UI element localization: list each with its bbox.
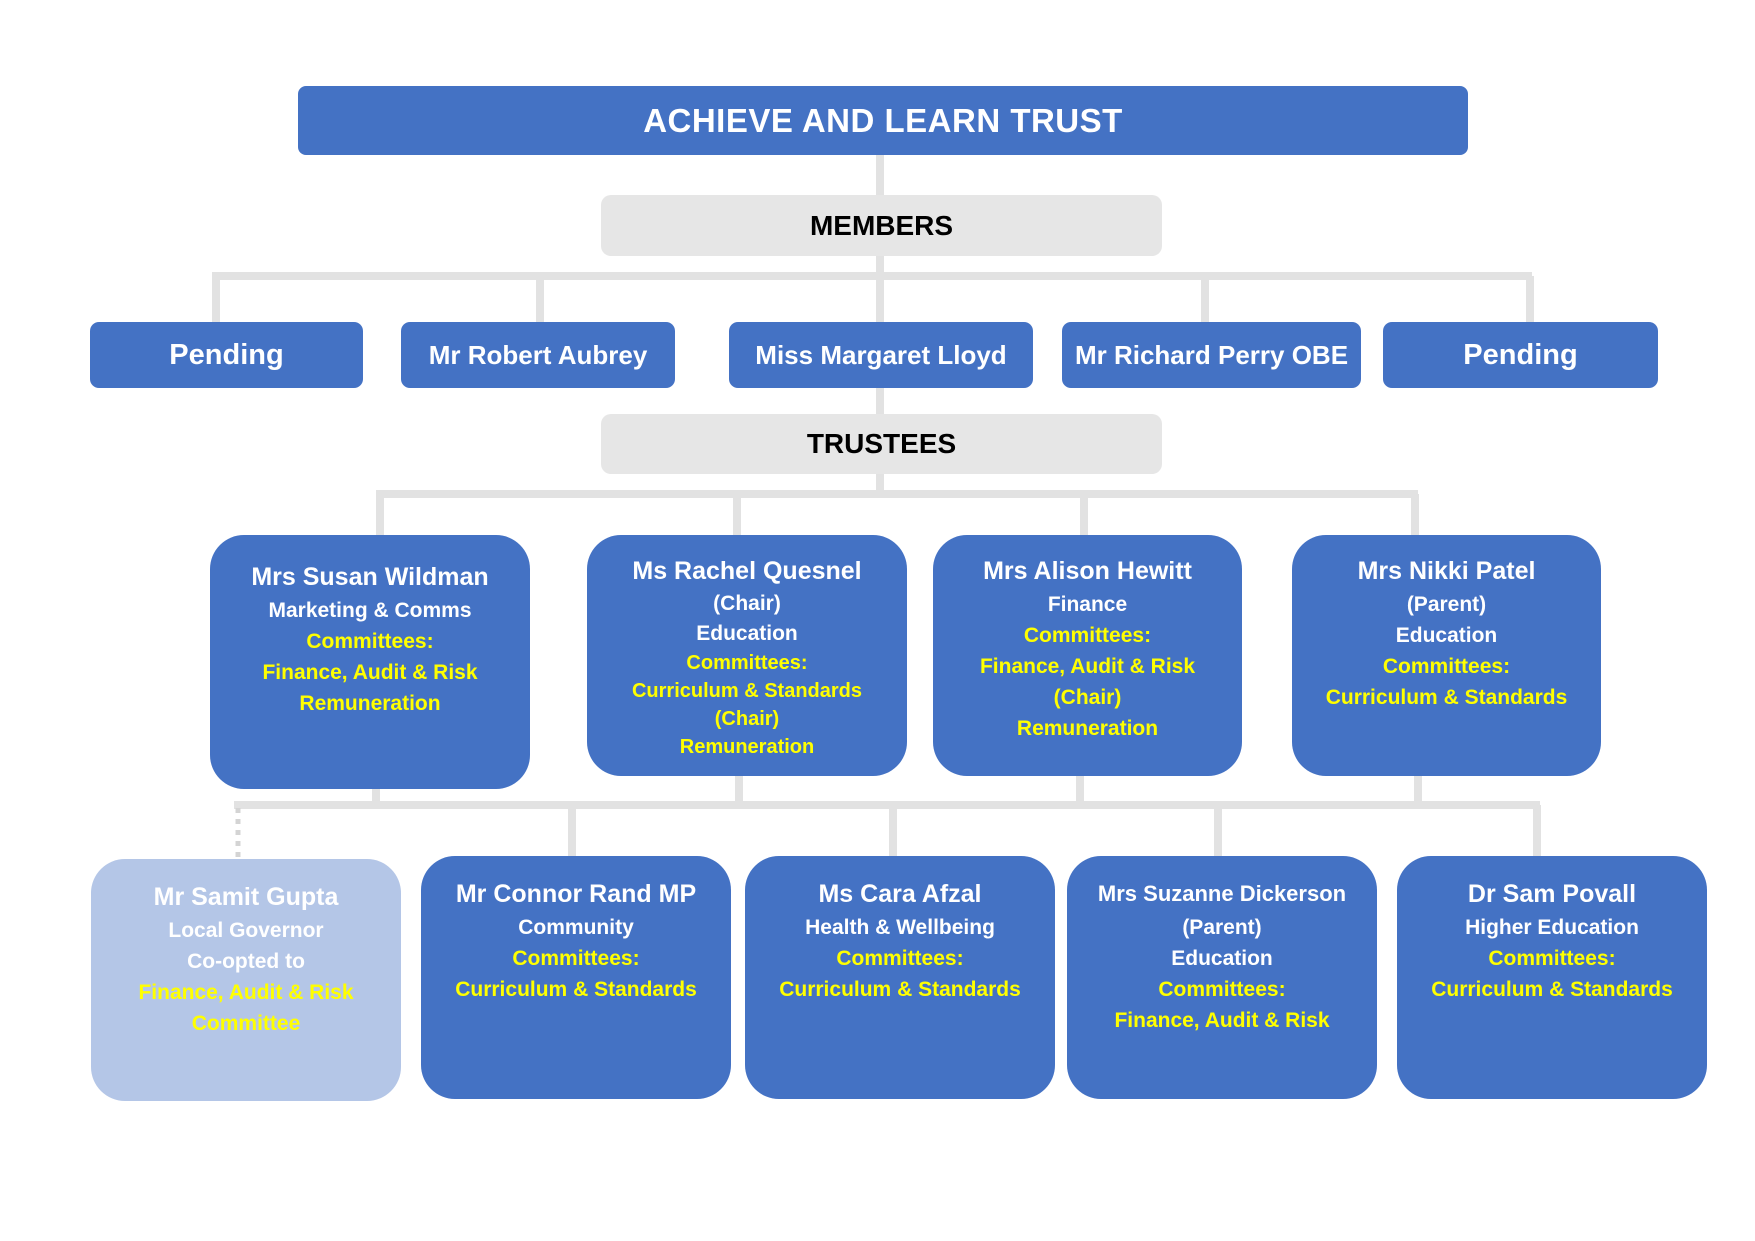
- committee-item: Finance, Audit & Risk: [138, 981, 354, 1004]
- member-name: Pending: [169, 338, 284, 371]
- committees-label: Committees:: [306, 630, 434, 653]
- committee-item: Remuneration: [1016, 717, 1159, 740]
- trustee-name: Dr Sam Povall: [1467, 880, 1637, 908]
- committees-label: Committees:: [1023, 624, 1152, 647]
- trustee-card-cara-afzal: Ms Cara Afzal Health & Wellbeing Committ…: [745, 856, 1055, 1099]
- member-box-5: Pending: [1383, 322, 1658, 388]
- trust-title-text: ACHIEVE AND LEARN TRUST: [643, 101, 1123, 139]
- member-box-1: Pending: [90, 322, 363, 388]
- trustee-role: Education: [1395, 624, 1498, 647]
- trustee-name: Ms Rachel Quesnel: [632, 557, 862, 585]
- members-heading-text: MEMBERS: [809, 209, 954, 241]
- member-name: Pending: [1463, 338, 1578, 371]
- committee-item: Remuneration: [299, 692, 441, 715]
- trustee-role: (Parent): [1406, 593, 1487, 616]
- trustee-role: Higher Education: [1465, 916, 1639, 939]
- trustee-role: Co-opted to: [187, 950, 305, 973]
- trustee-name: Ms Cara Afzal: [818, 880, 982, 908]
- trustee-name: Mrs Alison Hewitt: [983, 557, 1192, 585]
- committees-label: Committees:: [836, 947, 964, 970]
- committee-item: Curriculum & Standards: [631, 680, 863, 702]
- committee-item: Finance, Audit & Risk: [1114, 1009, 1330, 1032]
- trustee-name: Mrs Suzanne Dickerson: [1097, 881, 1347, 906]
- trustee-name: Mr Samit Gupta: [153, 883, 339, 911]
- trustee-card-samit-gupta: Mr Samit Gupta Local Governor Co-opted t…: [91, 859, 401, 1101]
- committees-label: Committees:: [686, 652, 808, 674]
- trustee-name: Mrs Susan Wildman: [251, 563, 489, 591]
- trustee-name: Mrs Nikki Patel: [1357, 557, 1536, 585]
- trustees-heading-text: TRUSTEES: [806, 428, 957, 459]
- member-name: Miss Margaret Lloyd: [755, 339, 1007, 370]
- trustee-role: Local Governor: [168, 919, 324, 942]
- committees-label: Committees:: [1382, 655, 1511, 678]
- trustee-role: Health & Wellbeing: [805, 916, 995, 939]
- trustee-role: Education: [1171, 947, 1273, 970]
- members-heading: MEMBERS: [601, 195, 1162, 256]
- trustee-role: (Parent): [1182, 916, 1262, 939]
- committee-item: Remuneration: [679, 736, 815, 758]
- trustee-card-susan-wildman: Mrs Susan Wildman Marketing & Comms Comm…: [210, 535, 530, 789]
- committees-label: Committees:: [512, 947, 640, 970]
- committee-item: Committee: [191, 1012, 301, 1035]
- member-name: Mr Robert Aubrey: [428, 339, 648, 370]
- member-box-3: Miss Margaret Lloyd: [729, 322, 1033, 388]
- trustee-card-connor-rand: Mr Connor Rand MP Community Committees: …: [421, 856, 731, 1099]
- trustees-heading: TRUSTEES: [601, 414, 1162, 474]
- trustee-card-sam-povall: Dr Sam Povall Higher Education Committee…: [1397, 856, 1707, 1099]
- committees-label: Committees:: [1488, 947, 1616, 970]
- committee-item: (Chair): [1053, 686, 1122, 709]
- trustee-role: Marketing & Comms: [268, 599, 472, 622]
- trustee-name: Mr Connor Rand MP: [455, 880, 697, 908]
- trustee-role: (Chair): [713, 592, 781, 615]
- trustee-card-suzanne-dickerson: Mrs Suzanne Dickerson (Parent) Education…: [1067, 856, 1377, 1099]
- trustee-role: Education: [696, 622, 798, 645]
- committee-item: Curriculum & Standards: [1325, 686, 1568, 709]
- trustee-card-alison-hewitt: Mrs Alison Hewitt Finance Committees: Fi…: [933, 535, 1242, 776]
- trustee-card-rachel-quesnel: Ms Rachel Quesnel (Chair) Education Comm…: [587, 535, 907, 776]
- committees-label: Committees:: [1158, 978, 1286, 1001]
- committee-item: (Chair): [714, 708, 780, 730]
- committee-item: Curriculum & Standards: [1431, 978, 1673, 1001]
- committee-item: Finance, Audit & Risk: [979, 655, 1196, 678]
- member-box-2: Mr Robert Aubrey: [401, 322, 675, 388]
- trustee-role: Finance: [1047, 593, 1128, 616]
- trustee-card-nikki-patel: Mrs Nikki Patel (Parent) Education Commi…: [1292, 535, 1601, 776]
- member-box-4: Mr Richard Perry OBE: [1062, 322, 1361, 388]
- trustee-role: Community: [518, 916, 634, 939]
- trust-title: ACHIEVE AND LEARN TRUST: [298, 86, 1468, 155]
- committee-item: Curriculum & Standards: [455, 978, 697, 1001]
- committee-item: Curriculum & Standards: [779, 978, 1021, 1001]
- committee-item: Finance, Audit & Risk: [262, 661, 478, 684]
- member-name: Mr Richard Perry OBE: [1074, 339, 1349, 370]
